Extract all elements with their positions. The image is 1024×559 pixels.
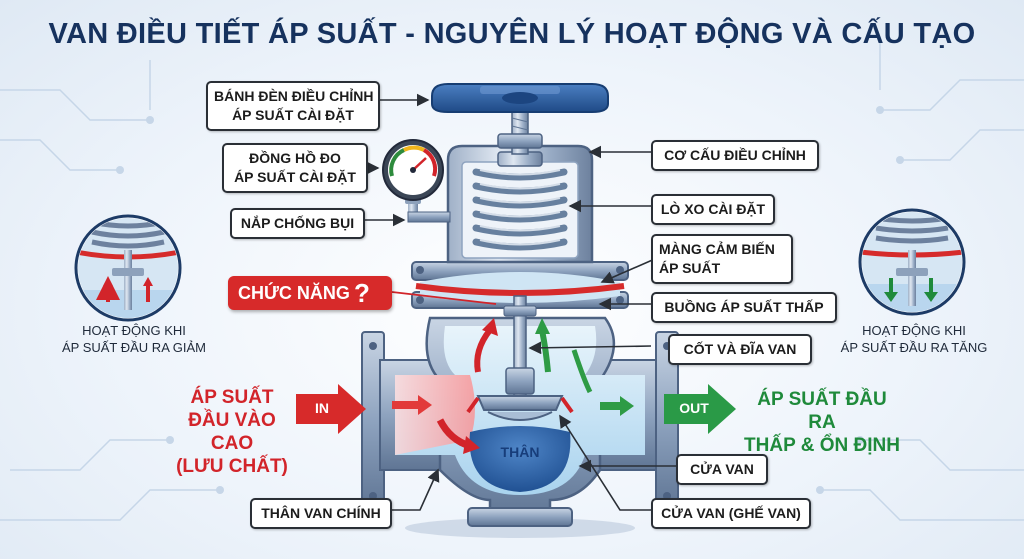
page-title: VAN ĐIỀU TIẾT ÁP SUẤT - NGUYÊN LÝ HOẠT Đ… xyxy=(48,18,976,50)
label-stem-disc: CỐT VÀ ĐĨA VAN xyxy=(668,334,812,365)
outlet-description-line1: ÁP SUẤT ĐẦU RA xyxy=(757,389,887,433)
label-valve-seat: CỬA VAN (GHẾ VAN) xyxy=(651,498,811,529)
label-gauge: ĐỒNG HỒ ĐO ÁP SUẤT CÀI ĐẶT xyxy=(222,143,368,193)
left-inset-caption-line2: ÁP SUẤT ĐẦU RA GIẢM xyxy=(61,340,206,355)
left-inset-caption-line1: HOẠT ĐỘNG KHI xyxy=(82,323,186,338)
left-inset-caption: HOẠT ĐỘNG KHI ÁP SUẤT ĐẦU RA GIẢM xyxy=(52,322,216,356)
outlet-description: ÁP SUẤT ĐẦU RA THẤP & ỔN ĐỊNH xyxy=(742,388,902,457)
right-inset-illustration xyxy=(858,208,966,316)
left-inset-illustration xyxy=(74,214,182,322)
right-inset-caption-line2: ÁP SUẤT ĐẦU RA TĂNG xyxy=(840,340,988,355)
label-handwheel-line1: BÁNH ĐÈN ĐIỀU CHỈNH xyxy=(214,88,374,104)
label-spring: LÒ XO CÀI ĐẶT xyxy=(651,194,775,225)
circuit-pattern xyxy=(0,40,1024,521)
flow-arrows xyxy=(392,318,634,454)
label-dust-cap: NẮP CHỐNG BỤI xyxy=(230,208,365,239)
inlet-arrow-label: IN xyxy=(315,400,329,416)
label-diaphragm-line2: ÁP SUẤT xyxy=(659,260,721,276)
handwheel xyxy=(431,83,609,113)
label-valve-port: CỬA VAN xyxy=(676,454,768,485)
inlet-description: ÁP SUẤT ĐẦU VÀO CAO (LƯU CHẤT) xyxy=(168,386,296,478)
valve-disc xyxy=(476,395,564,411)
label-diaphragm: MÀNG CẢM BIẾN ÁP SUẤT xyxy=(651,234,793,284)
function-badge: CHỨC NĂNG? xyxy=(228,276,392,310)
body-bowl xyxy=(469,426,571,492)
pressure-gauge xyxy=(382,139,451,223)
label-main-body: THÂN VAN CHÍNH xyxy=(250,498,392,529)
label-adjust-mechanism: CƠ CẤU ĐIỀU CHỈNH xyxy=(651,140,819,171)
body-label: THÂN xyxy=(500,444,540,460)
inlet-description-line1: ÁP SUẤT xyxy=(190,387,274,408)
diaphragm xyxy=(415,283,625,296)
label-handwheel: BÁNH ĐÈN ĐIỀU CHỈNH ÁP SUẤT CÀI ĐẶT xyxy=(206,81,380,131)
label-gauge-line1: ĐỒNG HỒ ĐO xyxy=(249,150,341,166)
label-handwheel-line2: ÁP SUẤT CÀI ĐẶT xyxy=(232,107,354,123)
outlet-arrow-label: OUT xyxy=(679,400,709,416)
inlet-description-line3: (LƯU CHẤT) xyxy=(176,456,288,477)
outlet-description-line2: THẤP & ỔN ĐỊNH xyxy=(744,435,900,456)
label-gauge-line2: ÁP SUẤT CÀI ĐẶT xyxy=(234,169,356,185)
label-low-chamber: BUỒNG ÁP SUẤT THẤP xyxy=(651,292,837,323)
set-spring xyxy=(472,168,568,251)
question-mark-icon: ? xyxy=(353,278,370,308)
inlet-description-line2: ĐẦU VÀO CAO xyxy=(188,410,276,454)
right-inset-caption: HOẠT ĐỘNG KHI ÁP SUẤT ĐẦU RA TĂNG xyxy=(832,322,996,356)
outlet-arrow xyxy=(664,384,736,434)
label-diaphragm-line1: MÀNG CẢM BIẾN xyxy=(659,241,775,257)
function-badge-text: CHỨC NĂNG xyxy=(238,283,350,303)
inlet-arrow xyxy=(296,384,366,434)
right-inset-caption-line1: HOẠT ĐỘNG KHI xyxy=(862,323,966,338)
leader-lines xyxy=(365,93,676,511)
